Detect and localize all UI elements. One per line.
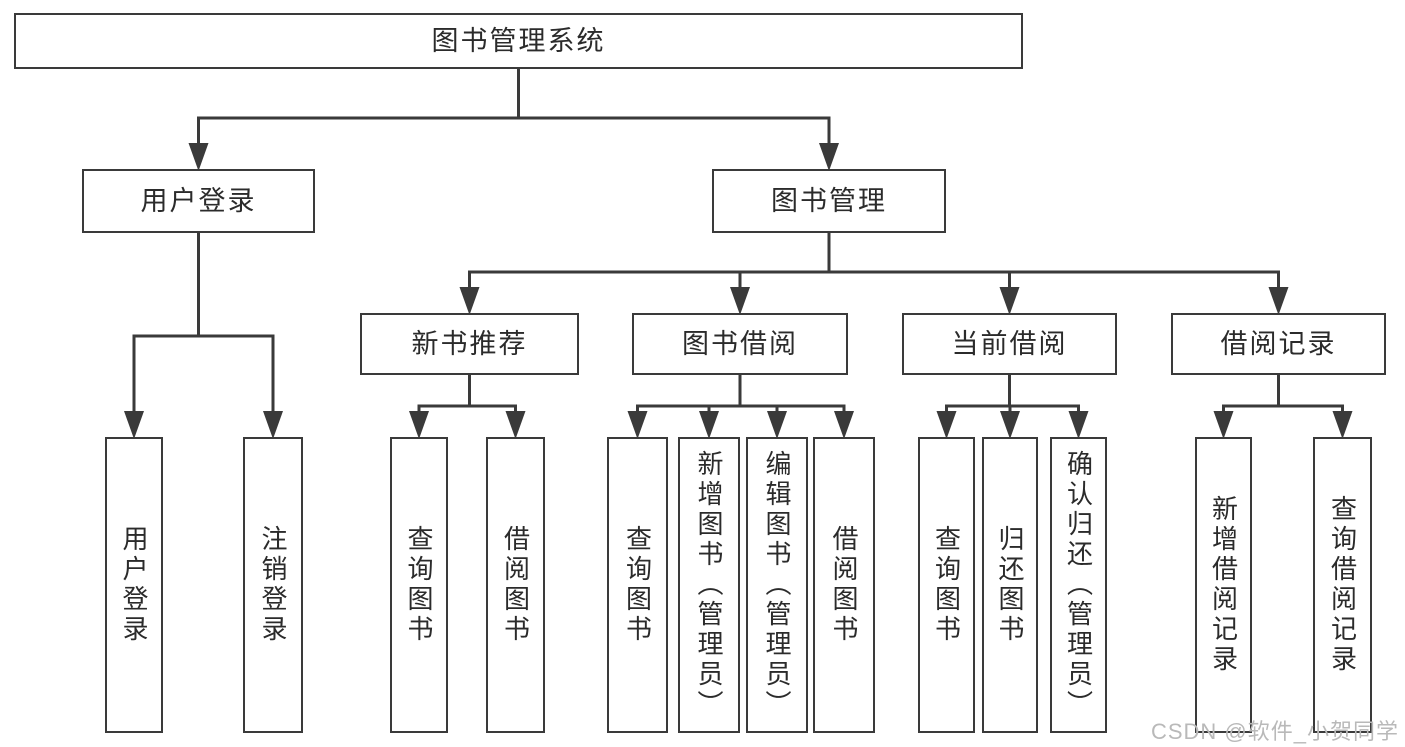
diagram-node-book-borrow: 图书借阅 [632, 313, 848, 375]
node-label-borrow-record: 借阅记录 [1220, 328, 1337, 359]
diagram-node-current-borrow: 当前借阅 [902, 313, 1117, 375]
node-label-leaf-logout: 注销登录 [258, 525, 288, 645]
node-label-new-book-rec: 新书推荐 [411, 328, 528, 359]
node-label-leaf-br-add: 新增借阅记录 [1208, 495, 1239, 675]
node-label-leaf-user-login: 用户登录 [119, 525, 149, 645]
diagram-node-leaf-logout: 注销登录 [243, 437, 303, 733]
diagram-node-book-mgmt-group: 图书管理 [712, 169, 946, 233]
diagram-node-user-login-group: 用户登录 [82, 169, 315, 233]
diagram-node-leaf-bb-edit: 编辑图书（管理员） [746, 437, 808, 733]
diagram-node-leaf-bb-borrow: 借阅图书 [813, 437, 875, 733]
diagram-node-leaf-nbr-query: 查询图书 [390, 437, 448, 733]
node-label-book-mgmt-group: 图书管理 [771, 185, 887, 216]
node-label-root: 图书管理系统 [431, 25, 606, 56]
node-label-leaf-cb-return: 归还图书 [995, 525, 1025, 645]
diagram-node-leaf-user-login: 用户登录 [105, 437, 163, 733]
node-label-user-login-group: 用户登录 [140, 185, 257, 216]
node-label-leaf-br-query: 查询借阅记录 [1327, 495, 1358, 675]
watermark-text: CSDN @软件_小贺同学 [1150, 719, 1399, 744]
node-label-leaf-bb-borrow: 借阅图书 [829, 525, 859, 645]
diagram-node-leaf-cb-confirm: 确认归还（管理员） [1050, 437, 1107, 733]
diagram-node-leaf-cb-return: 归还图书 [982, 437, 1038, 733]
node-label-current-borrow: 当前借阅 [951, 328, 1068, 359]
diagram-node-leaf-cb-query: 查询图书 [918, 437, 975, 733]
node-label-leaf-nbr-borrow: 借阅图书 [500, 525, 531, 645]
node-label-leaf-cb-query: 查询图书 [931, 525, 962, 645]
node-label-leaf-bb-add: 新增图书（管理员） [694, 450, 724, 720]
diagram-node-borrow-record: 借阅记录 [1171, 313, 1386, 375]
node-label-book-borrow: 图书借阅 [682, 328, 798, 359]
diagram-node-leaf-bb-query: 查询图书 [607, 437, 668, 733]
diagram-node-new-book-rec: 新书推荐 [360, 313, 579, 375]
node-label-leaf-bb-query: 查询图书 [622, 525, 653, 645]
diagram-node-leaf-bb-add: 新增图书（管理员） [678, 437, 740, 733]
diagram-node-leaf-nbr-borrow: 借阅图书 [486, 437, 545, 733]
diagram-node-leaf-br-add: 新增借阅记录 [1195, 437, 1252, 733]
diagram-node-root: 图书管理系统 [14, 13, 1023, 69]
node-label-leaf-cb-confirm: 确认归还（管理员） [1063, 450, 1094, 720]
node-label-leaf-bb-edit: 编辑图书（管理员） [762, 450, 792, 720]
diagram-node-leaf-br-query: 查询借阅记录 [1313, 437, 1372, 733]
node-label-leaf-nbr-query: 查询图书 [404, 525, 434, 645]
